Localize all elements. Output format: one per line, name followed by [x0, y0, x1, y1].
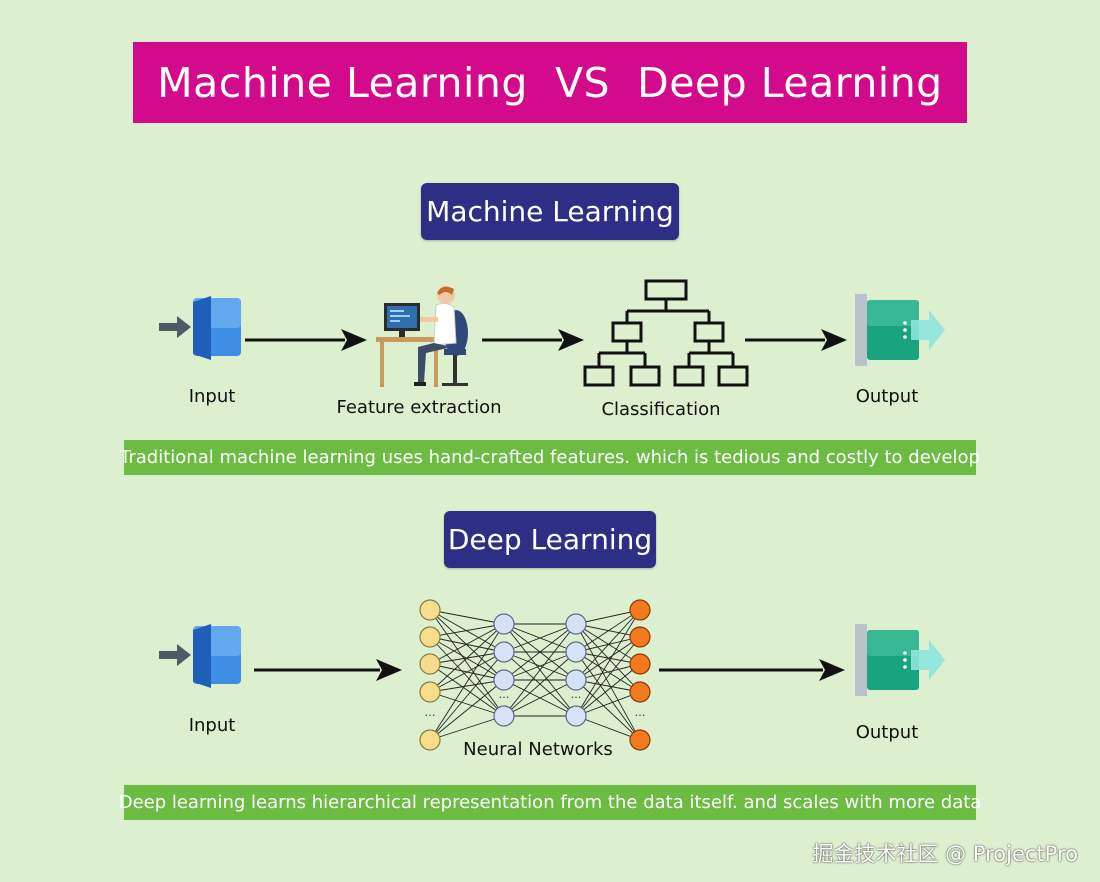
nn-connection — [575, 609, 641, 653]
feature-extraction-label: Feature extraction — [336, 397, 502, 418]
main-title: Machine Learning VS Deep Learning — [133, 42, 967, 123]
nn-connection — [429, 623, 505, 741]
nn-connection — [503, 623, 577, 653]
output-neuron — [629, 599, 651, 621]
nn-connection — [429, 651, 505, 741]
hidden-neuron — [493, 669, 515, 691]
output-neuron — [629, 626, 651, 648]
hidden-neuron — [565, 613, 587, 635]
nn-connection — [429, 679, 505, 693]
nn-connection — [503, 651, 577, 681]
nn-connection — [575, 609, 641, 681]
nn-connection — [429, 636, 505, 717]
hidden-neuron — [493, 613, 515, 635]
ml-arrow-1 — [245, 329, 367, 351]
nn-connection — [575, 636, 641, 717]
hidden-neuron — [493, 705, 515, 727]
hidden-neuron — [565, 669, 587, 691]
nn-connection — [429, 651, 505, 693]
input-neuron — [419, 653, 441, 675]
input-neuron — [419, 729, 441, 751]
output-neuron — [629, 681, 651, 703]
nn-connection — [575, 651, 641, 741]
nn-connection — [429, 609, 505, 681]
nn-connection — [429, 623, 505, 693]
dl-caption: Deep learning learns hierarchical repres… — [119, 785, 981, 820]
nn-connection — [575, 623, 641, 741]
nn-connection — [429, 663, 505, 717]
ml-input-label: Input — [188, 386, 236, 407]
nn-connection — [503, 623, 577, 717]
dl-section-title: Deep Learning — [444, 511, 656, 568]
nn-connection — [575, 636, 641, 681]
nn-connection — [575, 679, 641, 741]
hidden-neuron — [493, 641, 515, 663]
dl-output-label: Output — [855, 722, 919, 743]
nn-connection — [429, 679, 505, 741]
input-neuron — [419, 626, 441, 648]
nn-connection — [575, 663, 641, 681]
ml-arrow-2 — [482, 329, 584, 351]
nn-connection — [429, 715, 505, 741]
nn-ellipsis: … — [571, 688, 582, 701]
watermark: 掘金技术社区 @ ProjectPro — [812, 842, 1078, 866]
nn-connection — [575, 679, 641, 693]
enter-door-icon — [159, 624, 241, 688]
neural-network-icon: … … … … — [419, 599, 651, 751]
tree-hierarchy-icon — [583, 279, 749, 387]
nn-connection — [429, 609, 505, 717]
nn-connection — [429, 691, 505, 717]
dl-arrow-1 — [254, 659, 402, 681]
hidden-neuron — [565, 705, 587, 727]
input-neuron — [419, 599, 441, 621]
ml-arrow-3 — [745, 329, 847, 351]
nn-connection — [503, 651, 577, 717]
nn-connection — [503, 623, 577, 681]
enter-door-icon — [159, 296, 241, 360]
nn-connection — [575, 609, 641, 717]
output-neuron — [629, 729, 651, 751]
nn-ellipsis: … — [499, 688, 510, 701]
nn-connection — [575, 663, 641, 717]
output-neuron — [629, 653, 651, 675]
ml-section-title: Machine Learning — [421, 183, 679, 240]
hidden-neuron — [565, 641, 587, 663]
dl-arrow-2 — [659, 659, 845, 681]
nn-connection — [429, 623, 505, 638]
ml-caption: Traditional machine learning uses hand-c… — [120, 440, 980, 475]
nn-connection — [429, 609, 505, 625]
nn-connection — [429, 609, 505, 653]
classification-label: Classification — [601, 399, 721, 420]
nn-connection — [575, 623, 641, 665]
person-at-computer-icon — [376, 286, 468, 387]
nn-connection — [575, 609, 641, 625]
nn-connection — [575, 715, 641, 741]
exit-door-icon — [855, 294, 945, 366]
dl-input-label: Input — [188, 715, 236, 736]
ml-output-label: Output — [855, 386, 919, 407]
nn-connection — [575, 691, 641, 717]
exit-door-icon — [855, 624, 945, 696]
nn-connection — [503, 679, 577, 717]
nn-ellipsis: … — [635, 706, 646, 719]
nn-ellipsis: … — [425, 706, 436, 719]
neural-networks-label: Neural Networks — [463, 739, 613, 760]
nn-connection — [429, 623, 505, 665]
input-neuron — [419, 681, 441, 703]
